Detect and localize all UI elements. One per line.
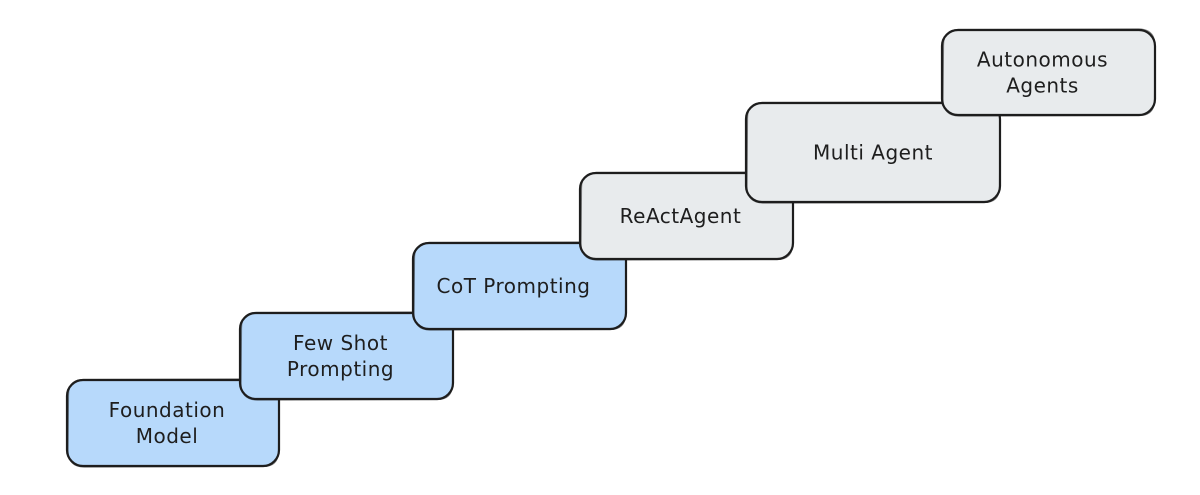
step-label: Foundation bbox=[109, 398, 226, 422]
step-box-sketch-stroke bbox=[942, 28, 1156, 117]
step-label: Model bbox=[136, 424, 199, 448]
step-label: Agents bbox=[1006, 74, 1079, 98]
step-label: CoT Prompting bbox=[437, 274, 591, 298]
step-box-3: CoT Prompting bbox=[411, 241, 628, 331]
step-box-shape bbox=[940, 28, 1157, 117]
step-label: Multi Agent bbox=[813, 141, 933, 165]
step-label: Autonomous bbox=[977, 48, 1108, 72]
step-label: Prompting bbox=[287, 357, 394, 381]
step-label: ReActAgent bbox=[620, 204, 742, 228]
step-label: Few Shot bbox=[293, 331, 388, 355]
step-box-5: Multi Agent bbox=[744, 101, 1002, 204]
